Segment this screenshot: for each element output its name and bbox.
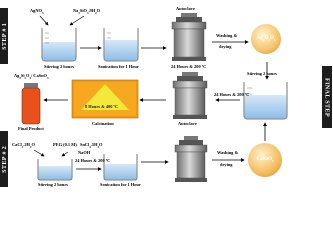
step2-beaker-icon (37, 159, 73, 181)
step2-reagent2: PEG (0.1 M) (53, 142, 77, 147)
step2-sonication-label: Sonication for 1 Hour (100, 182, 141, 187)
final-step-label: FINAL STEP (323, 77, 331, 117)
furnace-time-label: 8 Hours & 400 ºC (85, 104, 119, 109)
step1-reagent1: AgNO3 (30, 8, 44, 15)
final-product-tube-icon (21, 83, 41, 125)
diagram-graphics (21, 13, 288, 182)
step2-reagent1: CaCl2.2H2O (12, 142, 35, 149)
casno3-particle: CaSnO3 (248, 143, 282, 177)
final-autoclave-time: 24 Hours & 200 ºC (214, 92, 250, 97)
final-step-bar: FINAL STEP (322, 66, 332, 128)
furnace-icon (71, 79, 139, 119)
ag2si2o5-particle: Ag2Si2O5 (251, 24, 281, 54)
arrow-reagent2 (69, 15, 85, 26)
step2-autoclave-icon (174, 136, 208, 182)
step2-sonication-beaker-icon (103, 154, 138, 181)
step2-bar: STEP # 2 (0, 131, 8, 187)
final-product-label: Final Product (18, 126, 44, 131)
step2-wash-label: Washing & (217, 150, 239, 155)
step2-label: STEP # 2 (0, 145, 8, 173)
final-autoclave-label: Autoclave (178, 121, 197, 126)
step2-autoclave-time: 24 Hours & 200 ºC (75, 158, 111, 163)
step1-sonication-label: Sonication for 1 Hour (98, 64, 139, 69)
beaker-icon (41, 28, 77, 62)
step1-stir-label: Stirring 2 hours (44, 64, 75, 69)
step1-reagent2: Na2SiO3.9H2O (73, 8, 101, 15)
step2-reagent4: NaOH (78, 150, 91, 155)
step1-dry-label: drying (219, 44, 232, 49)
step1-autoclave-time: 24 Hours & 200 ºC (171, 64, 207, 69)
final-product-formula: Ag2Si2O5/ CaSnO3 (14, 73, 49, 80)
final-beaker-icon (243, 82, 288, 120)
final-autoclave-icon (172, 72, 208, 119)
calcination-label: Calcination (92, 121, 114, 126)
step1-bar: STEP # 1 (0, 8, 8, 64)
step2-reagent3: SnCl4.5H2O (80, 142, 103, 149)
synthesis-diagram: STEP # 1 FINAL STEP STEP # 2 AgNO3 Na2Si… (0, 6, 332, 187)
step2-dry-label: drying (220, 162, 233, 167)
step1-label: STEP # 1 (0, 22, 8, 50)
arrow-reagent1 (39, 15, 49, 26)
final-stir-label: Stirring 2 hours (247, 71, 278, 76)
step1-wash-label: Washing & (216, 33, 238, 38)
autoclave-icon (171, 13, 207, 61)
step1-autoclave-label: Autoclave (176, 6, 195, 11)
step2-stir-label: Stirring 2 hours (38, 182, 69, 187)
sonication-beaker-icon (103, 28, 139, 62)
